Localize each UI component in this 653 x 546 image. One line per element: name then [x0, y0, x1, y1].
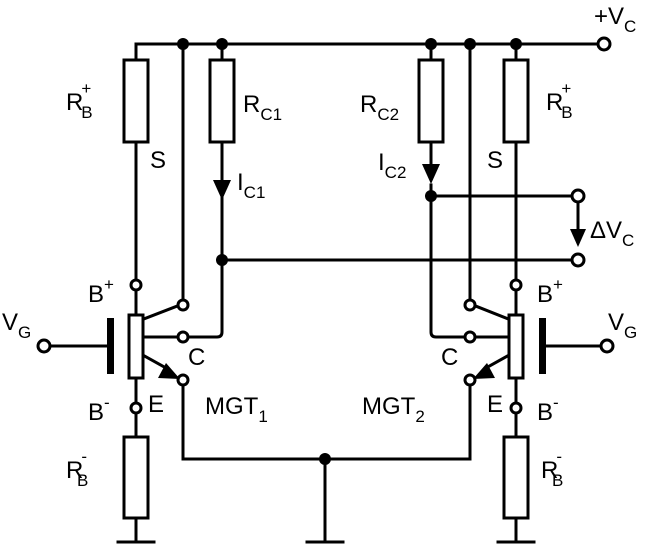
label-mgt1: MGT1: [205, 393, 268, 426]
terminal-b-minus-left: [129, 401, 143, 415]
mgt1-emitter-arrow: [158, 363, 180, 379]
label-e-right: E: [487, 391, 503, 418]
terminal-vg-left: [36, 338, 52, 354]
label-e-left: E: [148, 391, 164, 418]
mgt1-channel: [127, 313, 145, 380]
transistors: [107, 313, 546, 380]
resistors: [122, 58, 530, 520]
label-rb-plus-left: R+B: [66, 79, 93, 122]
label-vg-right: VG: [608, 309, 637, 342]
mgt2-channel: [507, 313, 525, 380]
label-ic1: IC1: [237, 169, 265, 202]
label-b-plus-right: B+: [537, 275, 563, 308]
label-s-left: S: [150, 147, 166, 174]
mgt2-emitter-arrow: [473, 363, 495, 379]
junction-dot: [177, 38, 189, 50]
junction-dots: [177, 38, 522, 465]
terminal-s-left: [176, 298, 190, 312]
label-mgt2: MGT2: [362, 393, 425, 426]
terminal-s-right: [463, 298, 477, 312]
resistor-rb-plus-left: [122, 58, 150, 144]
label-rb-plus-right: R+B: [546, 79, 573, 122]
label-delta-vc: ΔVC: [590, 217, 634, 250]
resistor-rc2: [417, 58, 445, 144]
label-rc1: RC1: [243, 91, 282, 124]
junction-dot: [216, 254, 228, 266]
terminal-b-minus-right: [509, 401, 523, 415]
label-rb-minus-right: R-B: [541, 447, 563, 490]
mgt2-gate-plate: [539, 318, 546, 374]
label-c-right: C: [441, 344, 458, 371]
junction-dot: [464, 38, 476, 50]
terminal-b-plus-left: [129, 278, 143, 292]
resistor-rb-minus-right: [502, 435, 530, 520]
label-rb-minus-left: R-B: [66, 447, 88, 490]
label-vc: +VC: [594, 3, 636, 36]
terminal-vg-right: [599, 338, 615, 354]
mgt1-gate-plate: [107, 318, 114, 374]
terminals: [36, 36, 615, 415]
label-vg-left: VG: [2, 309, 31, 342]
terminal-c-right: [463, 330, 477, 344]
terminal-c-left: [176, 330, 190, 344]
junction-dot: [216, 38, 228, 50]
ic2-arrow: [422, 164, 440, 184]
transistor-mgt2: [473, 313, 546, 380]
terminal-delta-vc-top: [570, 188, 586, 204]
label-ic2: IC2: [378, 149, 406, 182]
labels: +VC R+B R+B RC1 RC2 IC1 IC2 S S ΔVC B+ B…: [2, 3, 637, 490]
label-b-plus-left: B+: [88, 275, 114, 308]
terminal-e-right: [463, 373, 477, 387]
label-b-minus-right: B-: [537, 393, 559, 426]
label-c-left: C: [188, 344, 205, 371]
delta-vc-arrow: [570, 229, 586, 247]
terminal-delta-vc-bottom: [570, 252, 586, 268]
ic1-arrow: [213, 180, 231, 200]
label-s-right: S: [487, 147, 503, 174]
current-arrows: [213, 164, 586, 247]
junction-dot: [425, 38, 437, 50]
terminal-b-plus-right: [509, 278, 523, 292]
transistor-mgt1: [107, 313, 180, 380]
junction-dot: [510, 38, 522, 50]
resistor-rb-plus-right: [502, 58, 530, 144]
terminal-vc: [596, 36, 612, 52]
resistor-rc1: [208, 58, 236, 144]
terminal-e-left: [176, 373, 190, 387]
label-rc2: RC2: [360, 91, 399, 124]
junction-dot: [425, 190, 437, 202]
junction-dot: [319, 453, 331, 465]
label-b-minus-left: B-: [88, 393, 110, 426]
resistor-rb-minus-left: [122, 435, 150, 520]
